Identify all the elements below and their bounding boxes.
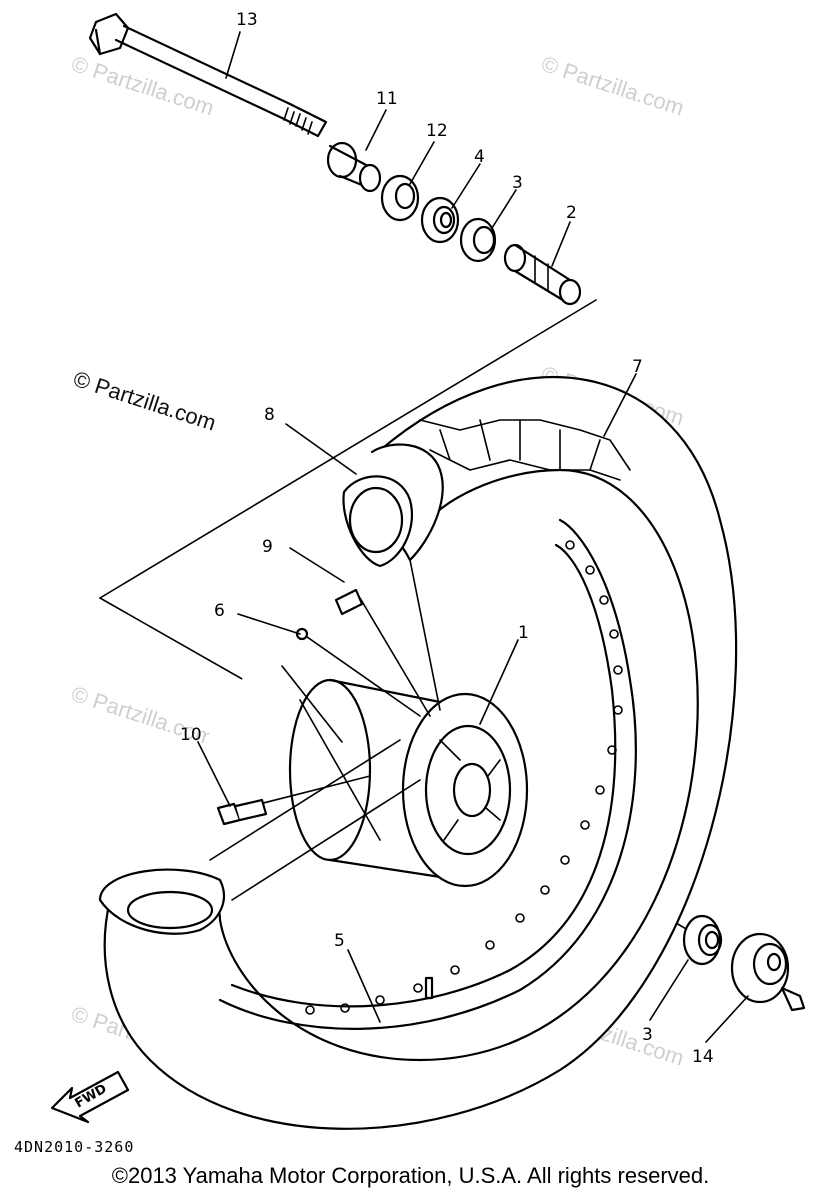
callout-numbers: 13 11 12 4 3 2 7 8 9 6 1 10 5 3 14 FWD [73, 10, 714, 1111]
bearing-3-top [459, 217, 497, 263]
callout-11: 11 [376, 89, 398, 109]
fwd-arrow [50, 1070, 130, 1124]
bearing-3-bottom [682, 914, 723, 966]
callout-9: 9 [262, 537, 273, 557]
tube [342, 475, 413, 568]
callout-10: 10 [180, 725, 202, 745]
callout-5: 5 [334, 931, 345, 951]
callout-8: 8 [264, 405, 275, 425]
bearing-4 [420, 196, 460, 244]
spoke-10 [216, 798, 268, 826]
collar [326, 141, 382, 193]
axle [88, 12, 328, 138]
callout-2: 2 [566, 203, 577, 223]
callout-13: 13 [236, 10, 258, 30]
watermark-2: © Partzilla.com [538, 51, 687, 121]
watermark-main: © Partzilla.com [70, 366, 219, 436]
callout-3-top: 3 [512, 173, 523, 193]
watermark-1: © Partzilla.com [68, 51, 217, 121]
rim [218, 518, 637, 1030]
callout-1: 1 [518, 623, 529, 643]
callout-12: 12 [426, 121, 448, 141]
callout-3-bottom: 3 [642, 1025, 653, 1045]
drawing-code: 4DN2010-3260 [14, 1138, 135, 1156]
spacer [503, 243, 582, 306]
callout-14: 14 [692, 1047, 714, 1067]
gear-unit [730, 932, 806, 1012]
callout-6: 6 [214, 601, 225, 621]
callout-7: 7 [632, 357, 643, 377]
callout-4: 4 [474, 147, 485, 167]
oil-seal [380, 174, 420, 222]
hub [288, 678, 529, 888]
spoke-nipple-6 [295, 627, 309, 641]
leader-lines [197, 31, 749, 1043]
copyright-notice: ©2013 Yamaha Motor Corporation, U.S.A. A… [111, 1163, 710, 1188]
spoke-nipple-9 [334, 588, 364, 616]
